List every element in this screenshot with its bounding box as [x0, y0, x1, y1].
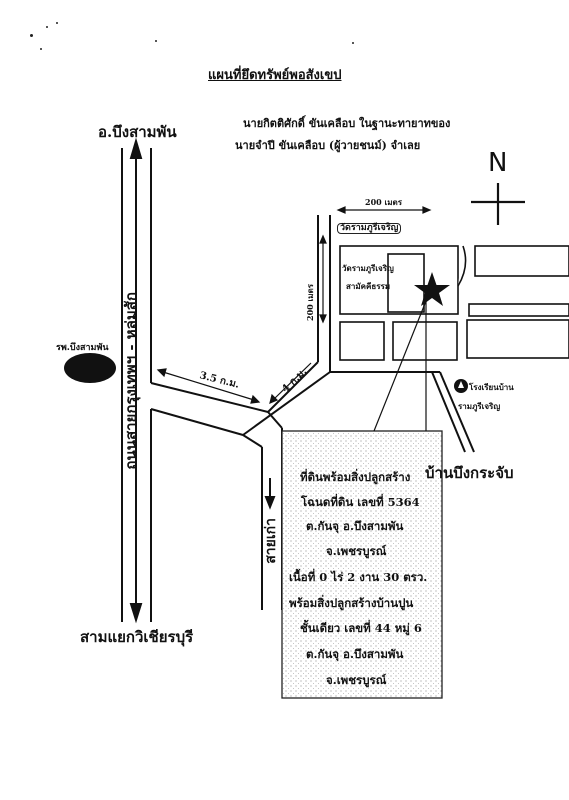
property-info-line: โฉนดที่ดิน เลขที่ 5364	[301, 495, 420, 509]
property-info-line: ที่ดินพร้อมสิ่งปลูกสร้าง	[300, 470, 411, 484]
temple-inner-label-line2: สามัคคีธรรม	[346, 281, 391, 291]
property-info-line: ต.กันจุ อ.บึงสามพัน	[306, 647, 404, 661]
map-title: แผนที่ยึดทรัพย์พอสังเขป	[208, 68, 342, 83]
scan-speck	[46, 26, 48, 28]
distance-vertical: 200 เมตร	[305, 284, 315, 321]
hospital-marker	[64, 353, 116, 383]
distance-horizontal: 200 เมตร	[365, 197, 402, 207]
property-info-line: เนื้อที่ 0 ไร่ 2 งาน 30 ตรว.	[289, 570, 428, 584]
scan-speck	[352, 42, 354, 44]
main-highway-label: ถนนสายกรุงเทพฯ - หล่มสัก	[122, 292, 140, 470]
village-label: บ้านบึงกระจับ	[425, 464, 514, 482]
compass-icon	[471, 183, 525, 225]
temple-top-label: วัดรามภูรีเจริญ	[337, 223, 402, 234]
south-end-label: สามแยกวิเชียรบุรี	[80, 628, 194, 646]
property-info-line: จ.เพชรบูรณ์	[326, 544, 387, 558]
hospital-label: รพ.บึงสามพัน	[56, 343, 109, 353]
main-highway-lines	[121, 148, 152, 622]
property-info-line: จ.เพชรบูรณ์	[326, 673, 387, 687]
owner-note-line1: นายกิตติศักดิ์ ขันเคลือบ ในฐานะทายาทของ	[243, 117, 451, 130]
property-info-line: ต.กันจุ อ.บึงสามพัน	[306, 519, 404, 533]
compass-north-label: N	[488, 148, 508, 178]
scan-speck	[40, 48, 42, 50]
highway-arrow	[129, 137, 143, 624]
property-info-line: พร้อมสิ่งปลูกสร้างบ้านปูน	[289, 596, 414, 610]
property-star-icon	[414, 272, 450, 306]
school-label-line2: รามภูรีเจริญ	[458, 401, 501, 411]
side-road-label: สายเก่า	[263, 518, 279, 564]
pointer-lines	[373, 295, 429, 432]
temple-inner-label: วัดรามภูรีเจริญ	[342, 263, 394, 273]
north-end-label: อ.บึงสามพัน	[98, 123, 177, 141]
property-box	[281, 430, 443, 699]
school-label: โรงเรียนบ้าน	[469, 382, 514, 392]
old-road-arrow	[264, 478, 276, 510]
scan-speck	[155, 40, 157, 42]
area-blocks	[339, 245, 569, 361]
scan-speck	[56, 22, 58, 24]
property-info-line: ชั้นเดียว เลขที่ 44 หมู่ 6	[300, 621, 422, 635]
scan-speck	[30, 34, 33, 37]
measure-arrows	[156, 206, 432, 405]
owner-note-line2: นายจำปี ขันเคลือบ (ผู้วายชนม์) จำเลย	[235, 139, 421, 152]
